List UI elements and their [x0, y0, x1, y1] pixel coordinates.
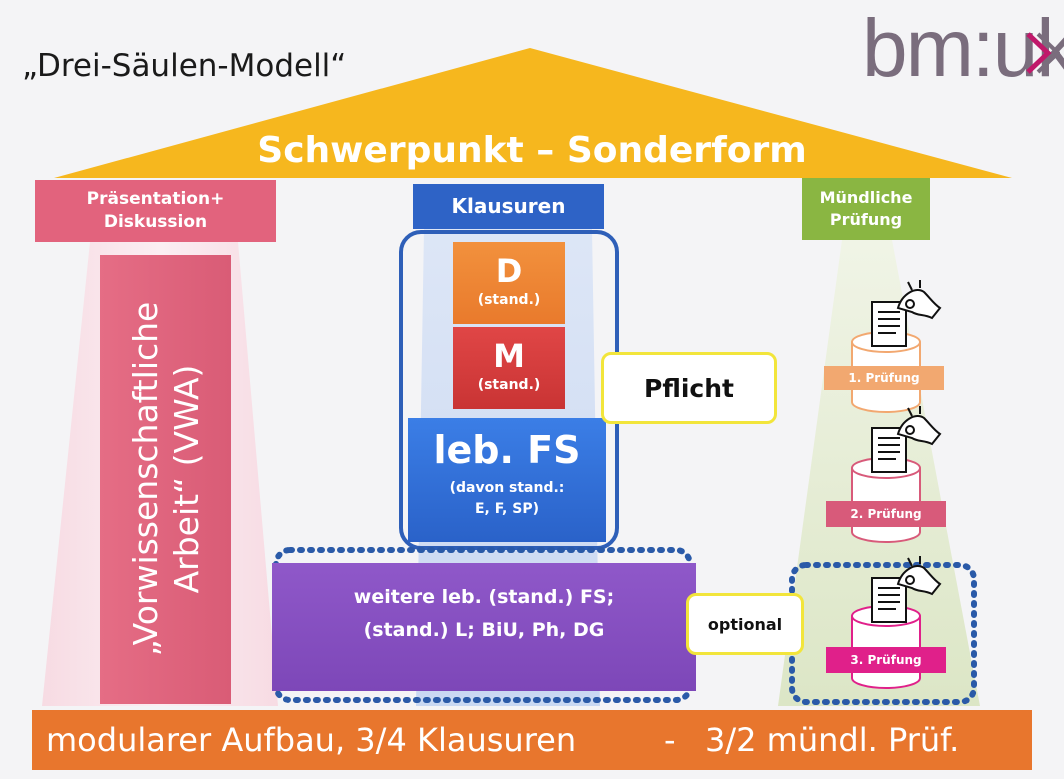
roof-label: Schwerpunkt – Sonderform [257, 130, 807, 171]
foundation-separator: - [664, 721, 676, 759]
foundation-left-text: modularer Aufbau, 3/4 Klausuren [46, 721, 577, 759]
document-hand-icon [871, 556, 942, 623]
vwa-label: „Vorwissenschaftliche Arbeit“ (VWA) [125, 249, 208, 709]
document-hand-icon [871, 406, 942, 473]
vwa-label-line1: „Vorwissenschaftliche [125, 301, 165, 657]
foundation-bar [32, 710, 1032, 770]
mandatory-callout: Pflicht [601, 352, 777, 424]
foundation-right-text: 3/2 mündl. Prüf. [705, 721, 960, 759]
block-german: D (stand.) [453, 242, 565, 324]
block-fs-sub1: (davon stand.: [449, 480, 565, 496]
bmuk-logo: bm:uk [862, 3, 1064, 94]
block-optional-subjects: weitere leb. (stand.) FS; (stand.) L; Bi… [272, 563, 696, 691]
optional-subjects-line1: weitere leb. (stand.) FS; [353, 586, 615, 608]
optional-subjects-line2: (stand.) L; BiU, Ph, DG [363, 619, 605, 642]
roof-triangle [54, 48, 1012, 178]
middle-pillar-header: Klausuren [413, 184, 604, 229]
page-title: „Drei-Säulen-Modell“ [22, 48, 347, 84]
block-math-sub: (stand.) [477, 377, 541, 393]
vwa-label-line2: Arbeit“ (VWA) [167, 364, 206, 594]
right-pillar-header: Mündliche Prüfung [802, 178, 930, 240]
exam-label-1: 1. Prüfung [824, 366, 944, 390]
vwa-pillar-column [100, 255, 231, 704]
block-foreign-language: leb. FS (davon stand.: E, F, SP) [408, 418, 606, 542]
block-fs-label: leb. FS [433, 428, 581, 472]
block-fs-sub2: E, F, SP) [474, 501, 539, 517]
left-pillar-header: Präsentation+ Diskussion [35, 180, 276, 242]
exam-label-3: 3. Prüfung [826, 647, 946, 673]
right-header-line1: Mündliche [819, 188, 913, 208]
block-german-sub: (stand.) [477, 292, 541, 308]
block-german-label: D [495, 252, 523, 290]
left-header-line2: Diskussion [103, 212, 208, 232]
optional-callout: optional [686, 593, 804, 655]
left-header-line1: Präsentation+ [86, 189, 225, 210]
right-header-line2: Prüfung [829, 210, 903, 229]
logo-chevron-icon [1026, 32, 1060, 74]
block-math: M (stand.) [453, 327, 565, 409]
document-hand-icon [871, 280, 942, 347]
block-math-label: M [493, 337, 525, 375]
exam-label-2: 2. Prüfung [826, 501, 946, 527]
